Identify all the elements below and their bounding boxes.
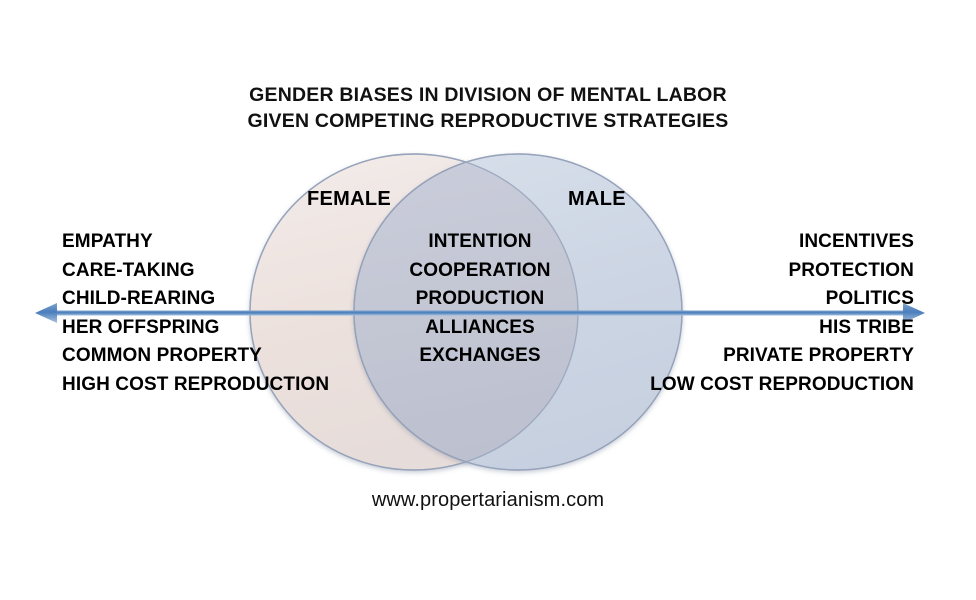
male-circle-label: MALE: [568, 188, 626, 210]
list-item: CARE-TAKING: [62, 259, 195, 281]
female-traits-list: EMPATHY CARE-TAKING CHILD-REARING HER OF…: [62, 228, 362, 399]
title-line-1: GENDER BIASES IN DIVISION OF MENTAL LABO…: [249, 84, 727, 106]
list-item: COMMON PROPERTY: [62, 345, 262, 366]
title-line-2: GIVEN COMPETING REPRODUCTIVE STRATEGIES: [247, 110, 729, 132]
male-traits-list: INCENTIVES PROTECTION POLITICS HIS TRIBE…: [612, 228, 914, 399]
list-item: INTENTION: [428, 231, 532, 252]
page-title: GENDER BIASES IN DIVISION OF MENTAL LABO…: [0, 82, 976, 134]
list-item: HIS TRIBE: [819, 316, 914, 338]
list-item: PRODUCTION: [415, 288, 545, 309]
shared-traits-list: INTENTION COOPERATION PRODUCTION ALLIANC…: [390, 228, 570, 371]
list-item: EXCHANGES: [419, 345, 541, 366]
female-circle-label: FEMALE: [307, 188, 392, 210]
source-url: www.propertarianism.com: [371, 489, 605, 511]
list-item: PRIVATE PROPERTY: [723, 345, 914, 366]
list-item: POLITICS: [825, 288, 914, 309]
horizontal-double-arrow-icon: [35, 303, 925, 323]
list-item: LOW COST REPRODUCTION: [650, 373, 914, 395]
list-item: COOPERATION: [409, 259, 551, 281]
list-item: INCENTIVES: [798, 231, 914, 252]
list-item: HIGH COST REPRODUCTION: [62, 373, 330, 395]
list-item: CHILD-REARING: [62, 288, 216, 309]
list-item: PROTECTION: [788, 259, 914, 281]
list-item: EMPATHY: [62, 231, 153, 252]
list-item: HER OFFSPRING: [62, 316, 220, 338]
list-item: ALLIANCES: [425, 316, 535, 338]
